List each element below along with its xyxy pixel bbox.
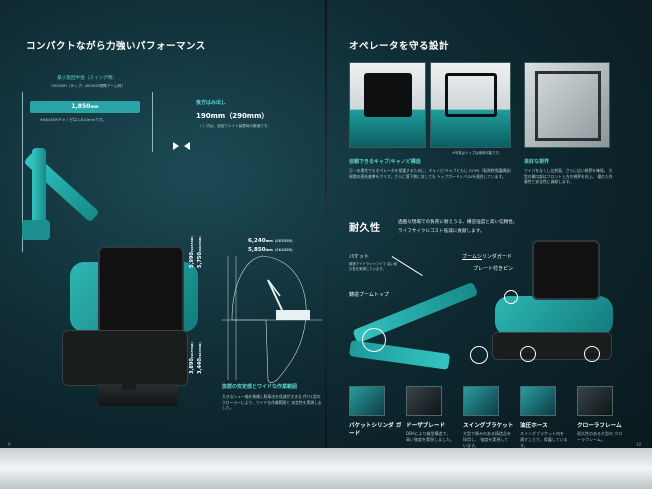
rear-overhang-label: 後方はみ出し <box>196 100 227 106</box>
cab-photo-2 <box>430 62 511 148</box>
thumb-bucket-cylinder-guard <box>349 386 385 416</box>
feature-label-2: スイングブラケット <box>463 423 514 429</box>
page-number-right: 10 <box>636 442 642 447</box>
rear-overhang-note: （ ）内は、追加ウエイト装着時の数値です。 <box>198 124 271 128</box>
callout-cast-boom-top: 鋳造ブームトップ <box>349 292 389 298</box>
feature-label-3: 油圧ホース <box>520 423 548 429</box>
range-desc: 大きなシュー幅を装備し駐車出を低減が大きな 作り1型のクローラーにより、ワイドな… <box>222 394 322 411</box>
min-swing-footnote: ※SK45SRキャノピは1,810mmです。 <box>40 117 107 122</box>
left-page-title: コンパクトながら力強いパフォーマンス <box>26 41 206 52</box>
floor-surface <box>0 448 652 489</box>
min-swing-label: 最小旋回半径（スイング時） <box>57 76 117 81</box>
cab-photo-note: ※写真はトップは使用可能です。 <box>452 151 502 155</box>
dim-v2: 5,750(SK45SR) <box>197 236 203 268</box>
cab-desc: 万一の場合でもオペレータを保護するために、キャノピ/キャブともに ROPS（転倒… <box>349 168 514 179</box>
feature-desc-2: 大型で厚みのある鋳造品を採用し、 強度を実現しています。 <box>463 431 511 448</box>
feature-desc-4: 耐久性のある大型の クローラフレーム。 <box>577 431 623 442</box>
page-number-left: 9 <box>8 442 11 447</box>
right-page-title: オペレータを守る設計 <box>349 41 450 52</box>
cab-title: 信頼できるキャブ/キャノピ構造 <box>349 159 421 165</box>
callout-bucket: バケット <box>349 254 370 260</box>
dim-v1: 5,990(SK55SR) <box>189 236 195 268</box>
rear-overhang-value: 190mm（290mm） <box>196 112 269 120</box>
durability-desc-2: ライフサイクルコスト低減に貢献します。 <box>398 229 485 234</box>
thumb-dozer-blade <box>406 386 442 416</box>
cab-photo-1 <box>349 62 426 148</box>
min-swing-note: ［SK35SR（タップ）/SK35SR標準アーム時］ <box>49 84 125 88</box>
range-envelope <box>222 255 322 384</box>
feature-desc-1: DBAにより箱型構造で、 高い強度を実現しました。 <box>406 431 454 442</box>
feature-label-0: バケットシリンダ ガード <box>349 423 402 437</box>
arrow-left-icon <box>184 142 190 150</box>
guide-line-left <box>22 92 23 252</box>
arrow-right-icon <box>173 142 179 150</box>
visibility-title: 良好な視界 <box>524 159 550 165</box>
visibility-desc: ワイパをなくし左前面、さらに広い視界を確保。 大型の開口部はフロント上方の視界を… <box>524 168 613 185</box>
min-swing-value: 1,850mm <box>30 101 140 113</box>
dim-v4: 3,440(SK45SR) <box>197 342 203 374</box>
feature-label-1: ドーザブレード <box>406 423 446 429</box>
dim-v3: 3,890(SK55SR) <box>189 342 195 374</box>
callout-bucket-desc: 鋳造アイドラシャフトで 高い耐久性を実現しています。 <box>349 262 398 272</box>
guide-line-right <box>152 92 153 152</box>
callout-plate-pin: プレート付きピン <box>473 266 514 272</box>
spine <box>325 0 327 455</box>
durability-desc-1: 過酷な現場での負荷に耐えうる、構造強度と高い信頼性。 <box>398 220 518 225</box>
thumb-crawler-frame <box>577 386 613 416</box>
durability-title: 耐久性 <box>349 223 381 234</box>
dim-d1: 6,240mm (SK55SR) <box>248 238 293 244</box>
thumb-swing-bracket <box>463 386 499 416</box>
range-title: 抜群の安定感とワイドな作業範囲 <box>222 384 298 390</box>
feature-label-4: クローラフレーム <box>577 423 622 429</box>
visibility-photo <box>524 62 610 148</box>
thumb-hydraulic-hose <box>520 386 556 416</box>
callout-boom-cylinder-guard: ブームシリンダガード <box>462 254 512 260</box>
feature-desc-3: スイングブラケット内を 通すことで、保護しています。 <box>520 431 568 448</box>
dim-d2: 5,850mm (SK45SR) <box>248 247 293 253</box>
